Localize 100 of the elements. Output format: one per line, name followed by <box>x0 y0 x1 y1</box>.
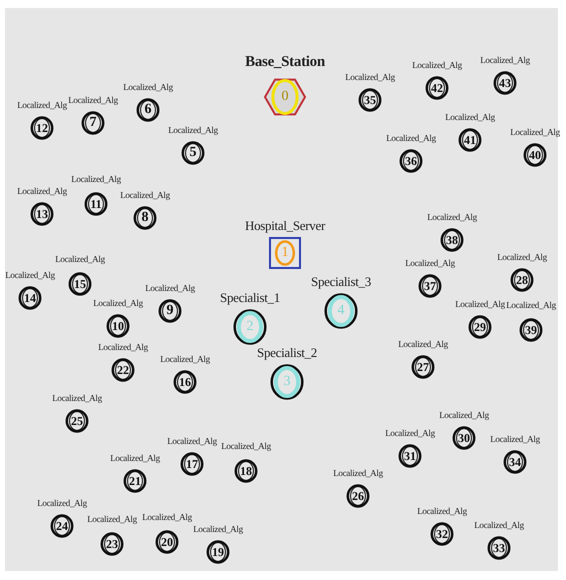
sensor-node <box>52 393 102 433</box>
node-label: Localized_Alg <box>490 434 540 444</box>
sensor-node <box>412 60 462 100</box>
node-label: Localized_Alg <box>71 174 121 184</box>
sensor-node <box>87 514 137 556</box>
sensor-node <box>142 512 192 554</box>
sensor-node <box>17 186 67 226</box>
node-number: 10 <box>112 320 124 332</box>
sensor-node <box>439 410 489 450</box>
node-number: 11 <box>90 198 102 210</box>
node-number: 31 <box>404 450 416 462</box>
sensor-node <box>480 55 530 95</box>
sensor-node <box>55 254 105 296</box>
node-number: 2 <box>246 320 254 334</box>
node-number: 4 <box>337 304 344 318</box>
specialist-node <box>257 346 317 400</box>
sensor-node <box>98 342 148 382</box>
node-label: Localized_Alg <box>55 254 105 264</box>
node-label: Base_Station <box>245 55 325 69</box>
node-label: Localized_Alg <box>345 72 395 82</box>
node-number: 17 <box>186 458 198 470</box>
node-label: Localized_Alg <box>506 300 556 310</box>
node-label: Localized_Alg <box>93 298 143 308</box>
node-label: Specialist_2 <box>257 346 317 360</box>
sensor-node <box>386 133 436 173</box>
node-number: 8 <box>141 211 148 225</box>
node-label: Localized_Alg <box>474 520 524 530</box>
node-number: 29 <box>474 321 486 333</box>
node-label: Localized_Alg <box>145 283 195 293</box>
sensor-node <box>71 174 121 216</box>
node-number: 36 <box>404 155 417 167</box>
node-label: Localized_Alg <box>142 512 192 522</box>
sensor-node <box>455 299 505 339</box>
sensor-node <box>506 300 556 342</box>
sensor-node <box>490 434 540 474</box>
node-number: 1 <box>281 246 288 260</box>
node-number: 14 <box>24 292 36 304</box>
node-label: Specialist_3 <box>311 275 371 289</box>
node-label: Localized_Alg <box>497 252 547 262</box>
server-node <box>245 219 325 269</box>
node-label: Localized_Alg <box>445 112 495 122</box>
node-number: 26 <box>352 490 364 502</box>
node-label: Localized_Alg <box>37 498 87 508</box>
node-label: Localized_Alg <box>120 190 170 200</box>
sensor-node <box>405 258 455 298</box>
node-number: 5 <box>189 146 196 160</box>
node-label: Localized_Alg <box>193 524 243 534</box>
node-label: Localized_Alg <box>510 127 560 137</box>
sensor-node <box>497 252 547 292</box>
node-label: Localized_Alg <box>168 125 218 135</box>
node-number: 27 <box>416 361 429 373</box>
sensor-node <box>193 524 243 564</box>
node-number: 6 <box>144 103 152 117</box>
node-number: 16 <box>178 376 191 388</box>
node-label: Localized_Alg <box>17 100 67 110</box>
sensor-node <box>445 112 495 152</box>
node-label: Localized_Alg <box>87 514 137 524</box>
node-label: Localized_Alg <box>98 342 148 352</box>
node-number: 37 <box>424 280 436 292</box>
sensor-node <box>167 436 217 476</box>
node-number: 33 <box>492 542 505 554</box>
sensor-node <box>93 298 143 338</box>
sensor-node <box>5 270 55 310</box>
node-label: Localized_Alg <box>480 55 530 65</box>
node-label: Localized_Alg <box>110 453 160 463</box>
node-number: 40 <box>528 149 541 161</box>
sensor-node <box>123 82 173 122</box>
node-label: Specialist_1 <box>220 291 280 305</box>
sensor-node <box>145 283 195 323</box>
node-label: Localized_Alg <box>455 299 505 309</box>
node-number: 32 <box>436 528 448 540</box>
node-number: 39 <box>524 324 537 336</box>
sensor-node <box>68 95 118 135</box>
node-number: 7 <box>89 116 96 130</box>
node-number: 0 <box>282 90 288 104</box>
node-number: 3 <box>283 375 290 389</box>
node-label: Localized_Alg <box>412 60 462 70</box>
node-label: Localized_Alg <box>17 186 67 196</box>
sensor-node <box>385 428 435 468</box>
node-label: Localized_Alg <box>52 393 102 403</box>
specialist-node <box>220 291 280 345</box>
node-label: Localized_Alg <box>221 441 271 451</box>
node-number: 12 <box>36 122 48 134</box>
node-number: 42 <box>430 82 443 94</box>
node-number: 35 <box>364 94 376 106</box>
node-label: Localized_Alg <box>5 270 55 280</box>
sensor-node <box>474 520 524 560</box>
node-number: 30 <box>458 432 470 444</box>
node-number: 13 <box>36 208 48 220</box>
sensor-node <box>120 190 170 230</box>
sensor-node <box>110 453 160 493</box>
sensor-node <box>417 506 467 546</box>
node-label: Localized_Alg <box>167 436 217 446</box>
node-number: 43 <box>498 77 511 89</box>
sensor-node <box>37 498 87 538</box>
node-label: Localized_Alg <box>386 133 436 143</box>
node-number: 9 <box>166 304 174 318</box>
node-number: 23 <box>106 538 118 550</box>
node-number: 22 <box>116 364 129 376</box>
node-label: Localized_Alg <box>439 410 489 420</box>
